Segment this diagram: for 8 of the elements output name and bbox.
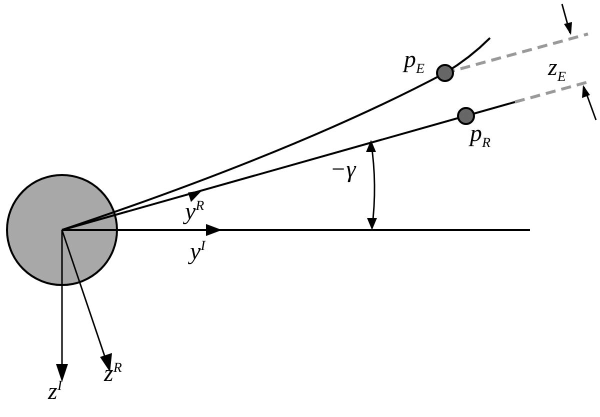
axis-label: z$^{I}$ — [48, 380, 62, 404]
axis-label: p$_{R}$ — [470, 122, 491, 151]
axis-label: z$_{E}$ — [548, 56, 566, 85]
axis-label: −γ — [330, 158, 356, 182]
axis-label: z$^{R}$ — [104, 362, 122, 386]
axis-label: p$_{E}$ — [404, 48, 425, 77]
axis-label: y$^{I}$ — [190, 240, 206, 264]
axis-label: y$^{R}$ — [185, 200, 204, 224]
